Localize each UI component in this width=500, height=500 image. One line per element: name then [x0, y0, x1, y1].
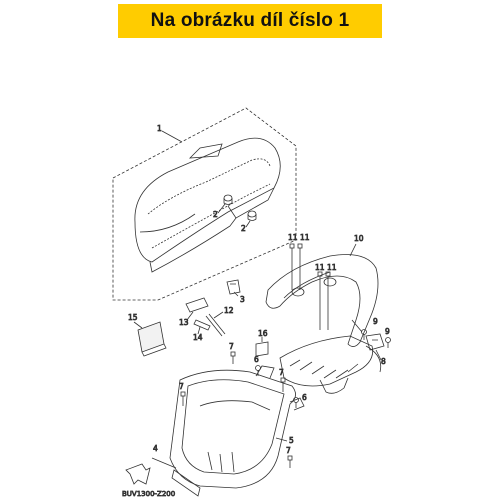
callout-16: 16 — [258, 329, 268, 338]
bolt-part-7c — [280, 377, 286, 392]
bolt-part-11b — [297, 243, 303, 290]
bolt-part-7d — [287, 455, 293, 468]
callout-9a: 9 — [373, 317, 378, 326]
callout-6a: 6 — [254, 355, 259, 364]
seat-part-1 — [134, 137, 281, 273]
callout-9b: 9 — [385, 327, 390, 336]
callout-7a: 7 — [229, 342, 234, 351]
hinge-bracket-part-13 — [185, 297, 209, 313]
part-number-banner: Na obrázku díl číslo 1 — [118, 4, 382, 38]
hinge-bolt-part-12 — [205, 313, 226, 337]
hinge-pin-part-14 — [193, 319, 211, 331]
callout-7c: 7 — [279, 368, 284, 377]
callout-11c: 11 — [315, 263, 325, 272]
callout-11b: 11 — [300, 233, 310, 242]
callout-13: 13 — [179, 318, 189, 327]
callout-10: 10 — [354, 234, 364, 243]
damper-part-2a — [223, 194, 233, 205]
screw-part-6a — [255, 365, 261, 376]
callout-12: 12 — [224, 306, 234, 315]
bolt-part-11c — [317, 271, 323, 330]
forward-arrow-icon — [125, 463, 151, 485]
callout-14: 14 — [193, 333, 203, 342]
label-part-16 — [255, 341, 269, 357]
callout-7b: 7 — [179, 382, 184, 391]
callout-11a: 11 — [288, 233, 298, 242]
callout-5: 5 — [289, 436, 294, 445]
callout-8: 8 — [381, 357, 386, 366]
callout-4: 4 — [153, 444, 158, 453]
screw-part-9a — [361, 329, 367, 340]
callout-6b: 6 — [302, 393, 307, 402]
callout-7d: 7 — [286, 446, 291, 455]
callout-2b: 2 — [241, 224, 246, 233]
callout-15: 15 — [128, 313, 138, 322]
latch-part-3 — [226, 279, 241, 295]
frame-section — [279, 335, 382, 394]
pin-part-4 — [151, 457, 177, 469]
callout-2a: 2 — [213, 210, 218, 219]
callout-1: 1 — [157, 124, 162, 133]
callout-3: 3 — [240, 295, 245, 304]
diagram-code: BUV1300-Z200 — [122, 490, 175, 498]
storage-bin-part-5 — [169, 365, 305, 497]
seat-dashed-frame — [112, 107, 297, 301]
screw-part-9b — [385, 337, 391, 348]
bracket-part-8 — [365, 333, 385, 351]
damper-part-2b — [247, 210, 257, 221]
rear-carrier-part-10 — [265, 254, 379, 347]
bolt-part-7b — [180, 391, 186, 406]
bolt-part-7a — [230, 351, 236, 364]
bolt-part-11d — [325, 271, 331, 330]
owners-manual-part-15 — [137, 321, 167, 357]
callout-11d: 11 — [327, 263, 337, 272]
screw-part-6b — [293, 397, 299, 408]
bolt-part-11a — [289, 243, 295, 290]
banner-text: Na obrázku díl číslo 1 — [150, 10, 350, 31]
